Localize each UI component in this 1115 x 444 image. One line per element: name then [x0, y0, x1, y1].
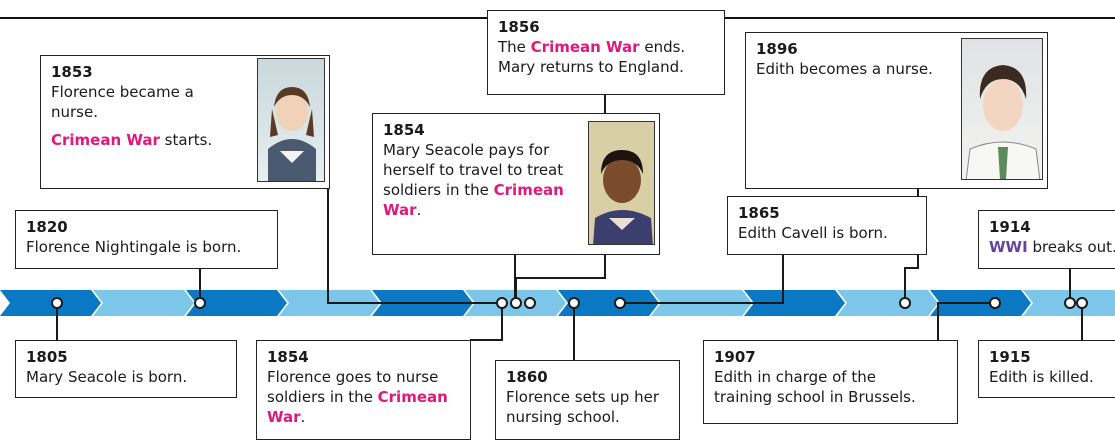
event-1915: 1915 Edith is killed.	[978, 340, 1115, 398]
timeline-chevron	[186, 290, 287, 316]
highlight-crimean-war: Crimean War	[51, 131, 160, 149]
event-extra: Crimean War starts.	[51, 130, 319, 150]
event-1820: 1820 Florence Nightingale is born.	[15, 210, 278, 269]
event-text: Florence sets up her nursing school.	[506, 388, 659, 426]
event-text: Edith becomes a nurse.	[756, 60, 933, 78]
event-year: 1856	[498, 18, 540, 36]
event-text: WWI breaks out.	[989, 238, 1115, 256]
timeline-chevron	[279, 290, 380, 316]
event-text: Mary Seacole pays for herself to travel …	[383, 141, 564, 219]
event-year: 1914	[989, 218, 1031, 236]
timeline-chevron	[930, 290, 1031, 316]
timeline-chevron	[93, 290, 194, 316]
event-year: 1907	[714, 348, 756, 366]
timeline-chevron	[0, 290, 101, 316]
event-1914: 1914 WWI breaks out.	[978, 210, 1115, 269]
edith-cavell-portrait	[961, 38, 1043, 180]
event-year: 1820	[26, 218, 68, 236]
event-1860: 1860 Florence sets up her nursing school…	[495, 360, 680, 440]
event-text: Florence Nightingale is born.	[26, 238, 242, 256]
event-year: 1915	[989, 348, 1031, 366]
event-text: Edith Cavell is born.	[738, 224, 888, 242]
event-year: 1854	[267, 348, 309, 366]
event-text: Edith in charge of the training school i…	[714, 368, 916, 406]
event-1856: 1856 The Crimean War ends. Mary returns …	[487, 10, 725, 95]
event-text: Florence became a nurse.	[51, 83, 194, 121]
event-year: 1853	[51, 63, 93, 81]
mary-seacole-portrait	[588, 121, 655, 245]
event-1854-florence: 1854 Florence goes to nurse soldiers in …	[256, 340, 471, 440]
timeline-chevron	[1023, 290, 1115, 316]
event-year: 1854	[383, 121, 425, 139]
timeline-chevron	[372, 290, 473, 316]
timeline-bar	[0, 290, 1115, 316]
event-text: The Crimean War ends. Mary returns to En…	[498, 38, 686, 76]
event-extra-text: starts.	[159, 131, 213, 149]
timeline-chevron	[465, 290, 566, 316]
event-year: 1865	[738, 204, 780, 222]
event-text: Edith is killed.	[989, 368, 1094, 386]
timeline-chevron	[837, 290, 938, 316]
event-text: Mary Seacole is born.	[26, 368, 188, 386]
event-1865: 1865 Edith Cavell is born.	[727, 196, 927, 255]
event-text: Florence goes to nurse soldiers in the C…	[267, 368, 448, 426]
event-1907: 1907 Edith in charge of the training sch…	[703, 340, 958, 424]
event-year: 1896	[756, 40, 798, 58]
event-1805: 1805 Mary Seacole is born.	[15, 340, 237, 398]
timeline-chevron	[744, 290, 845, 316]
event-year: 1805	[26, 348, 68, 366]
florence-portrait	[257, 58, 325, 182]
event-year: 1860	[506, 368, 548, 386]
timeline-chevron	[558, 290, 659, 316]
timeline-chevron	[651, 290, 752, 316]
